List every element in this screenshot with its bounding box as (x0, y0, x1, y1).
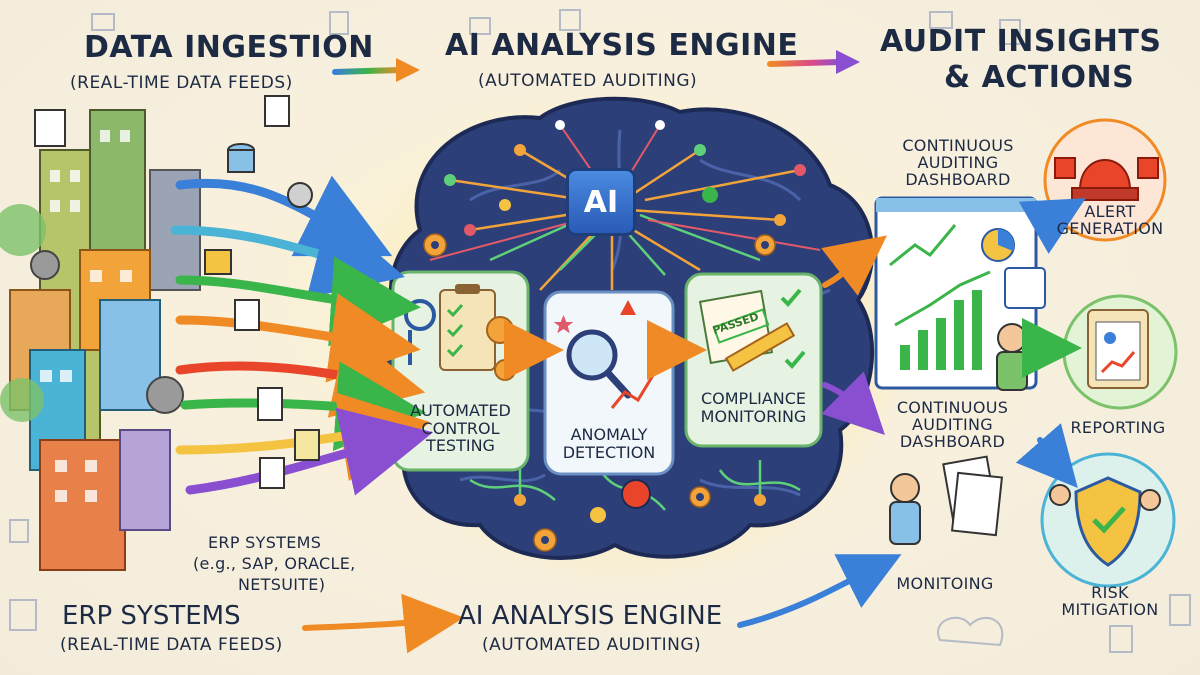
footer-arrows (302, 554, 902, 654)
footer-erp-title: ERP SYSTEMS (62, 601, 241, 631)
gear-icon (30, 250, 60, 280)
module-label-control-testing: AUTOMATED CONTROL TESTING (393, 402, 528, 455)
header-arrow-2 (767, 50, 860, 74)
insights-title-line1: AUDIT INSIGHTS (880, 24, 1162, 59)
alert-line: ALERT (1084, 202, 1136, 221)
dashboard-bottom-line: CONTINUOUS (896, 398, 1009, 417)
dashboard-top-line: AUDITING (917, 152, 999, 172)
erp-label-line1: ERP SYSTEMS (208, 533, 322, 552)
erp-label-line2: (e.g., SAP, ORACLE, (193, 554, 356, 573)
data-feed-arrows (170, 175, 434, 496)
document-icons (34, 95, 320, 489)
ai-chip-icon: AI (566, 168, 636, 236)
insights-title-line2: & ACTIONS (944, 60, 1135, 95)
module-label-anomaly: ANOMALY DETECTION (545, 426, 673, 461)
module-label-line: COMPLIANCE (700, 389, 807, 408)
footer-erp-subtitle: (REAL-TIME DATA FEEDS) (60, 635, 283, 655)
footer-engine-subtitle: (AUTOMATED AUDITING) (482, 635, 702, 655)
risk-line: MITIGATION (1061, 599, 1159, 619)
monitoring-person-icon (889, 455, 1004, 545)
gear-icon (146, 376, 184, 414)
dashboard-icon (874, 196, 1046, 390)
output-arrows (821, 198, 1086, 489)
reporting-label: REPORTING (1070, 418, 1166, 437)
ingestion-title: DATA INGESTION (84, 30, 374, 65)
alert-generation-label: ALERT GENERATION (1045, 202, 1175, 238)
footer-engine-title: AI ANALYSIS ENGINE (458, 601, 723, 631)
dashboard-bottom-label: CONTINUOUS AUDITING DASHBOARD (880, 398, 1025, 451)
engine-title: AI ANALYSIS ENGINE (445, 28, 799, 63)
dashboard-top-label: CONTINUOUS AUDITING DASHBOARD (888, 136, 1028, 189)
module-label-line: TESTING (426, 436, 495, 456)
module-label-line: DETECTION (562, 442, 656, 462)
module-label-line: AUTOMATED (410, 401, 511, 420)
monitoring-label: MONITOING (896, 574, 994, 593)
erp-label-line3: NETSUITE) (238, 575, 326, 594)
module-label-line: MONITORING (700, 406, 807, 426)
building-icon-cluster (0, 109, 201, 571)
shield-icon (1040, 452, 1176, 588)
module-label-line: CONTROL (421, 418, 500, 438)
ingestion-subtitle: (REAL-TIME DATA FEEDS) (70, 73, 293, 93)
risk-mitigation-label: RISK MITIGATION (1045, 583, 1175, 619)
dashboard-top-line: DASHBOARD (905, 169, 1011, 189)
engine-subtitle: (AUTOMATED AUDITING) (478, 71, 698, 91)
report-icon (1062, 294, 1178, 410)
module-label-compliance: COMPLIANCE MONITORING (686, 390, 821, 425)
risk-line: RISK (1091, 583, 1129, 602)
module-box-compliance (684, 272, 823, 448)
dashboard-top-line: CONTINUOUS (902, 136, 1014, 155)
dashboard-bottom-line: AUDITING (912, 414, 993, 434)
gear-icon (287, 182, 313, 208)
person-icon (996, 323, 1028, 391)
decorative-doodles (9, 9, 1191, 653)
module-label-line: ANOMALY (570, 425, 648, 444)
dashboard-bottom-line: DASHBOARD (899, 431, 1006, 451)
alert-line: GENERATION (1056, 218, 1164, 238)
header-arrow-1 (332, 58, 420, 82)
